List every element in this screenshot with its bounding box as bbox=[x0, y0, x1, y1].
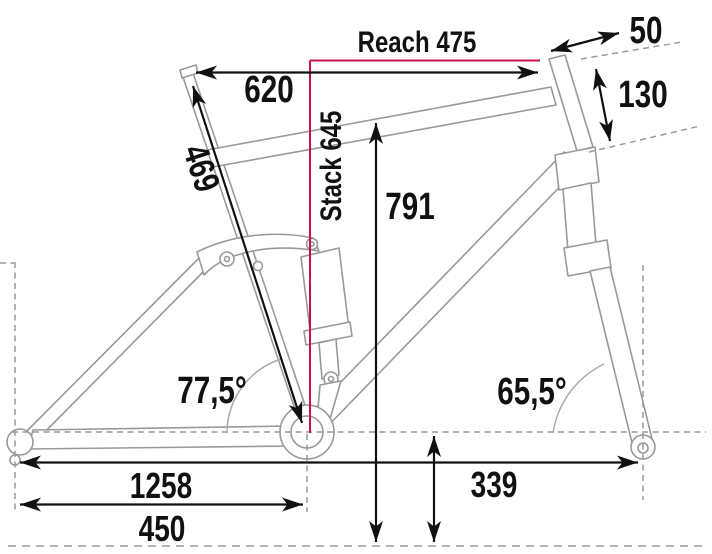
head-angle-arc bbox=[552, 363, 605, 434]
head-tube-bottom-extension bbox=[588, 125, 701, 153]
rear-shock bbox=[300, 247, 353, 422]
standover-label: 791 bbox=[385, 186, 434, 228]
wheelbase-label: 1258 bbox=[130, 466, 192, 506]
head-top-offset-arrow bbox=[550, 31, 620, 53]
bb-height-label: 339 bbox=[471, 465, 518, 505]
seat-tube-arrow bbox=[191, 85, 304, 424]
head-top-offset-label: 50 bbox=[630, 10, 663, 52]
head-tube-top-extension bbox=[580, 41, 683, 60]
fork-stanchion bbox=[562, 182, 597, 252]
seatstay bbox=[16, 257, 211, 451]
chainstay bbox=[27, 425, 295, 450]
reach-label: Reach 475 bbox=[358, 24, 477, 58]
chainstay-label: 450 bbox=[139, 509, 186, 549]
stack-label: Stack 645 bbox=[313, 111, 347, 222]
shock-rod bbox=[318, 338, 340, 380]
seatpost-cap bbox=[179, 64, 199, 79]
fork-lower-leg bbox=[589, 266, 654, 448]
top-tube-label: 620 bbox=[244, 69, 293, 111]
shock-collar bbox=[303, 321, 353, 346]
link-bolt bbox=[252, 260, 264, 272]
seat-angle-label: 77,5° bbox=[177, 370, 247, 412]
dimension-arrows bbox=[20, 31, 638, 542]
dimension-labels: Reach 475 Stack 645 620 469 791 50 130 7… bbox=[130, 10, 668, 549]
head-angle-label: 65,5° bbox=[497, 371, 567, 413]
reference-lines bbox=[0, 41, 706, 547]
rocker-link bbox=[196, 233, 320, 276]
fork-crown bbox=[554, 146, 600, 191]
fork bbox=[554, 146, 656, 460]
head-tube-length-arrow bbox=[593, 68, 613, 142]
rear-dropout bbox=[6, 428, 34, 456]
head-tube-length-label: 130 bbox=[618, 74, 667, 116]
